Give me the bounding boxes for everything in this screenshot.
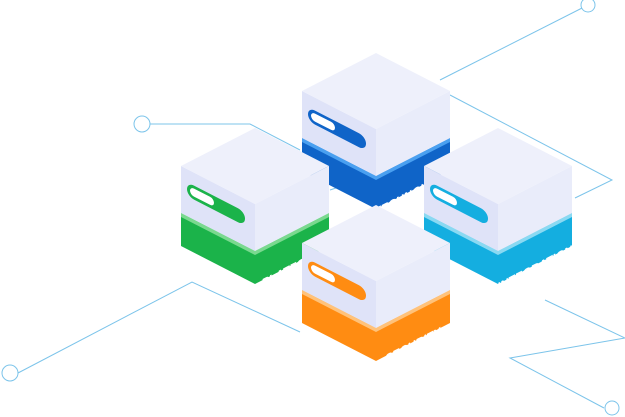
band-left-face	[424, 213, 498, 284]
connector-node	[604, 400, 620, 416]
connector-line	[17, 281, 301, 374]
connector-node	[1, 364, 19, 382]
band-highlight	[424, 213, 498, 255]
connector-node	[580, 0, 596, 13]
status-slot-icon	[430, 184, 488, 224]
status-slot-icon	[187, 184, 245, 224]
cube-top-face	[181, 128, 329, 204]
band-highlight	[376, 290, 450, 332]
block-security: SECURITY	[302, 205, 450, 366]
band-left-face	[181, 213, 255, 284]
connector-line	[449, 94, 614, 199]
cube-top-face	[424, 128, 572, 204]
band-highlight	[498, 213, 572, 255]
connector-node	[133, 115, 151, 133]
band-highlight	[376, 138, 450, 180]
band-highlight	[302, 138, 376, 180]
connector-line	[150, 123, 301, 151]
cube-right-face	[255, 166, 329, 251]
connector-line	[508, 299, 625, 409]
cube-right-face	[498, 166, 572, 251]
cube-right-face	[376, 91, 450, 176]
band-left-face	[302, 290, 376, 361]
cube-right-face	[376, 243, 450, 328]
band-left-face	[302, 138, 376, 209]
connector-line	[439, 4, 589, 81]
band-right-face	[255, 213, 329, 284]
block-integration: INTEGRATION	[424, 128, 572, 294]
status-slot-icon	[308, 261, 366, 301]
band-right-face	[498, 213, 572, 284]
band-right-face	[376, 138, 450, 209]
band-right-face	[376, 290, 450, 361]
band-highlight	[181, 213, 255, 255]
status-slot-icon	[308, 109, 366, 149]
cube-top-face	[302, 53, 450, 129]
band-highlight	[302, 290, 376, 332]
cube-top-face	[302, 205, 450, 281]
band-highlight	[255, 213, 329, 255]
